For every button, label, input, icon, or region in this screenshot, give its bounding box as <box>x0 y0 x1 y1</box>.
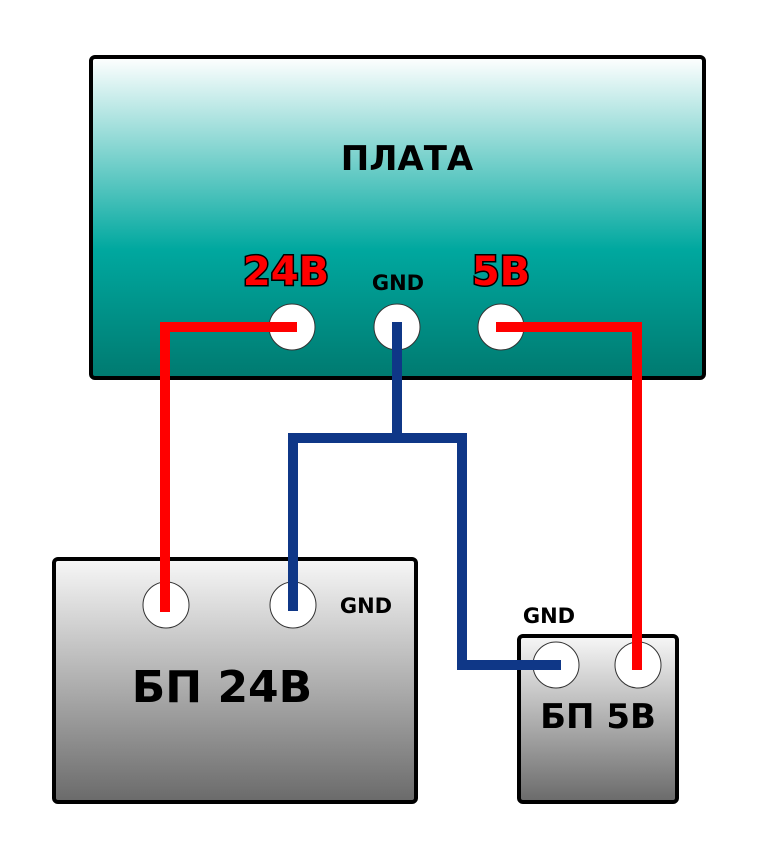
psu-24v-title: БП 24В <box>132 662 312 713</box>
board-terminal-gnd-label: GND <box>372 271 424 295</box>
psu-24v: GND БП 24В <box>52 557 418 804</box>
psu-24v-body <box>52 557 418 804</box>
psu-5v-title: БП 5В <box>540 697 656 737</box>
wire-24v[interactable] <box>160 322 297 612</box>
board: ПЛАТА 24В GND 5В <box>89 55 706 380</box>
wire-5v[interactable] <box>496 322 642 670</box>
psu-5v-gnd-label: GND <box>523 604 575 628</box>
wires <box>160 322 642 670</box>
psu-24v-gnd-label: GND <box>340 594 392 618</box>
board-terminal-5v-label: 5В <box>472 249 530 295</box>
wire-gnd-to-psu5[interactable] <box>397 433 561 670</box>
wire-gnd-to-psu24[interactable] <box>288 322 402 611</box>
board-title: ПЛАТА <box>341 139 474 179</box>
board-terminal-24v-label: 24В <box>243 249 329 295</box>
psu-5v: GND БП 5В <box>517 604 679 804</box>
